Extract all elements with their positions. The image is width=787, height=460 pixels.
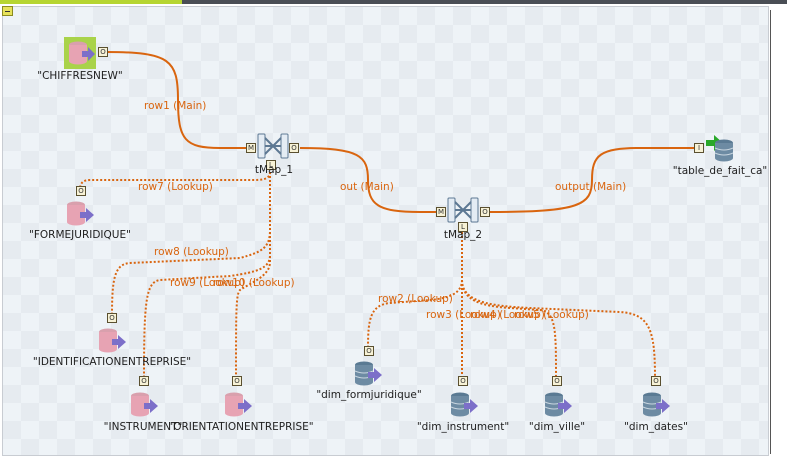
dim-formjuridique-label: "dim_formjuridique"	[316, 389, 422, 401]
database-input-icon	[354, 361, 382, 386]
table-fait-in-connector[interactable]: I	[694, 143, 704, 153]
orientation-out-connector[interactable]: O	[232, 376, 242, 386]
chiffresnew-out-connector[interactable]: O	[98, 47, 108, 57]
formejuridique-component[interactable]	[64, 200, 96, 228]
database-input-icon	[64, 37, 96, 69]
tmap2-component[interactable]	[447, 196, 479, 224]
flow-label-out: out (Main)	[340, 181, 394, 193]
identification-component[interactable]	[96, 327, 128, 355]
instrument-component[interactable]	[128, 391, 160, 419]
database-input-icon	[544, 392, 572, 417]
tmap-icon	[257, 133, 289, 159]
dim-dates-label: "dim_dates"	[624, 421, 688, 433]
dim-ville-out-connector[interactable]: O	[552, 376, 562, 386]
tmap1-component[interactable]	[257, 132, 289, 160]
link-row8[interactable]	[111, 160, 271, 317]
formejuridique-label: "FORMEJURIDIQUE"	[29, 229, 131, 241]
flow-label-output: output (Main)	[555, 181, 627, 193]
flow-label-row3: row3 (Lookup)	[426, 309, 501, 321]
database-input-icon	[642, 392, 670, 417]
dim-ville-component[interactable]	[542, 391, 574, 419]
tmap1-main-connector[interactable]: M	[246, 143, 256, 153]
flow-label-row9: row9 (Lookup)	[170, 277, 245, 289]
instrument-out-connector[interactable]: O	[139, 376, 149, 386]
table-fait-label: "table_de_fait_ca"	[672, 165, 768, 177]
link-out[interactable]	[299, 147, 438, 213]
dim-dates-out-connector[interactable]: O	[651, 376, 661, 386]
dim-instrument-component[interactable]	[448, 391, 480, 419]
chiffresnew-label: "CHIFFRESNEW"	[37, 70, 123, 82]
database-input-icon	[450, 392, 478, 417]
database-input-icon	[67, 201, 94, 226]
active-tab-accent	[0, 0, 182, 4]
tmap2-out-connector[interactable]: O	[480, 207, 490, 217]
tmap-icon	[447, 197, 479, 223]
flow-label-row8: row8 (Lookup)	[154, 246, 229, 258]
canvas-right-edge	[770, 10, 771, 454]
link-output[interactable]	[489, 147, 698, 213]
job-designer-canvas[interactable]	[2, 6, 769, 456]
dim-ville-label: "dim_ville"	[528, 421, 586, 433]
flow-label-row1: row1 (Main)	[144, 100, 207, 112]
dim-formjuridique-component[interactable]	[352, 360, 384, 388]
orientation-label: "ORIENTATIONENTREPRISE"	[168, 421, 314, 433]
database-input-icon	[131, 392, 158, 417]
flow-label-row10: row10 (Lookup)	[213, 277, 295, 289]
chiffresnew-component[interactable]	[64, 37, 96, 69]
window-top-bar	[0, 0, 787, 4]
tmap2-lookup-connector[interactable]: L	[458, 222, 468, 232]
database-input-icon	[99, 328, 126, 353]
table-fait-component[interactable]	[706, 133, 736, 163]
dim-instrument-out-connector[interactable]: O	[458, 376, 468, 386]
dim-formjuridique-out-connector[interactable]: O	[364, 346, 374, 356]
flow-label-row2: row2 (Lookup)	[378, 293, 453, 305]
database-output-icon	[706, 135, 734, 162]
flow-label-row4: row4 (Lookup)	[470, 309, 545, 321]
tmap2-main-connector[interactable]: M	[436, 207, 446, 217]
link-row1[interactable]	[105, 51, 248, 149]
dim-dates-component[interactable]	[640, 391, 672, 419]
tmap1-out-connector[interactable]: O	[289, 143, 299, 153]
link-row9[interactable]	[143, 160, 271, 379]
link-row10[interactable]	[235, 160, 271, 379]
flow-label-row7: row7 (Lookup)	[138, 181, 213, 193]
flow-label-row5: row5 (Lookup)	[514, 309, 589, 321]
collapse-icon[interactable]	[2, 6, 13, 16]
link-row4[interactable]	[461, 224, 557, 379]
orientation-component[interactable]	[222, 391, 254, 419]
formejuridique-out-connector[interactable]: O	[76, 186, 86, 196]
identification-label: "IDENTIFICATIONENTREPRISE"	[32, 356, 192, 368]
link-row5[interactable]	[461, 224, 656, 379]
link-row2[interactable]	[367, 224, 463, 349]
database-input-icon	[225, 392, 252, 417]
tmap1-label: tMap_1	[254, 164, 294, 176]
dim-instrument-label: "dim_instrument"	[416, 421, 510, 433]
tmap2-label: tMap_2	[443, 229, 483, 241]
tmap1-lookup-connector[interactable]: L	[266, 160, 276, 170]
identification-out-connector[interactable]: O	[107, 313, 117, 323]
instrument-label: "INSTRUMENT"	[103, 421, 183, 433]
